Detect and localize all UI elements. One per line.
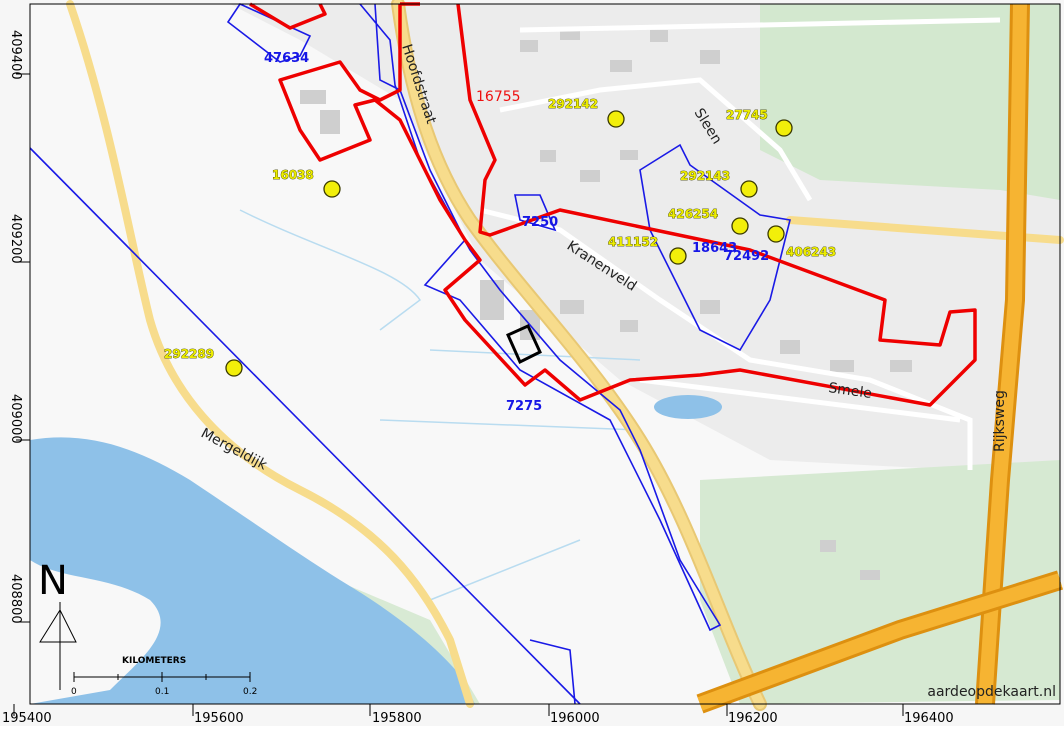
point-292142[interactable]	[607, 110, 625, 128]
y-tick-label: 409200	[8, 214, 23, 264]
label-area-7275: 7275	[506, 399, 542, 414]
label-16038: 16038	[272, 168, 314, 182]
map-frame-border	[29, 3, 1061, 705]
x-tick-label: 195800	[372, 711, 422, 726]
roads	[66, 0, 1064, 711]
selected-parcel[interactable]	[506, 324, 542, 365]
label-426254: 426254	[668, 207, 718, 221]
north-arrow: N	[38, 558, 77, 690]
highway-rijksweg	[696, 3, 1063, 714]
axis-ticks	[13, 73, 904, 716]
label-area-7250: 7250	[522, 215, 558, 230]
scale-bar: KILOMETERS 0 0.1 0.2	[71, 656, 257, 697]
point-292143[interactable]	[740, 180, 758, 198]
label-area-16755: 16755	[476, 89, 521, 105]
label-411152: 411152	[608, 235, 658, 249]
street-smele: Smele	[827, 380, 872, 402]
point-411152[interactable]	[669, 247, 687, 265]
x-tick-label: 196400	[904, 711, 954, 726]
label-area-47634: 47634	[264, 51, 309, 66]
water-pond	[654, 395, 722, 419]
y-tick-label: 409000	[8, 394, 23, 444]
label-406243: 406243	[786, 245, 836, 259]
scale-title: KILOMETERS	[122, 656, 186, 666]
point-27745[interactable]	[775, 119, 793, 137]
y-axis-labels: 409400 409200 409000 408800	[8, 30, 23, 624]
x-tick-label: 196000	[550, 711, 600, 726]
point-406243[interactable]	[767, 225, 785, 243]
x-tick-label: 195400	[2, 711, 52, 726]
buildings	[300, 30, 912, 580]
label-area-72492: 72492	[724, 249, 769, 264]
scale-tick-1: 0.1	[155, 687, 169, 697]
point-markers	[225, 110, 793, 377]
x-axis-labels: 195400 195600 195800 196000 196200 19640…	[2, 711, 954, 726]
scale-tick-0: 0	[71, 687, 77, 697]
local-streets	[479, 17, 1001, 470]
north-label: N	[38, 558, 68, 604]
street-rijksweg: Rijksweg	[992, 390, 1008, 452]
label-292289: 292289	[164, 347, 214, 361]
point-16038[interactable]	[323, 180, 341, 198]
y-tick-label: 408800	[8, 574, 23, 624]
label-area-18643: 18643	[692, 241, 737, 256]
north-arrow-icon	[39, 602, 77, 690]
green-area-south	[700, 460, 1060, 704]
y-tick-label: 409400	[8, 30, 23, 80]
x-tick-label: 195600	[194, 711, 244, 726]
label-292143: 292143	[680, 169, 730, 183]
green-area-north	[760, 4, 1060, 200]
scale-tick-2: 0.2	[243, 687, 257, 697]
lake-island	[30, 560, 161, 704]
label-27745: 27745	[726, 108, 768, 122]
point-292289[interactable]	[225, 359, 243, 377]
label-292142: 292142	[548, 97, 598, 111]
point-426254[interactable]	[731, 217, 749, 235]
x-tick-label: 196200	[728, 711, 778, 726]
attribution: aardeopdekaart.nl	[927, 684, 1056, 700]
